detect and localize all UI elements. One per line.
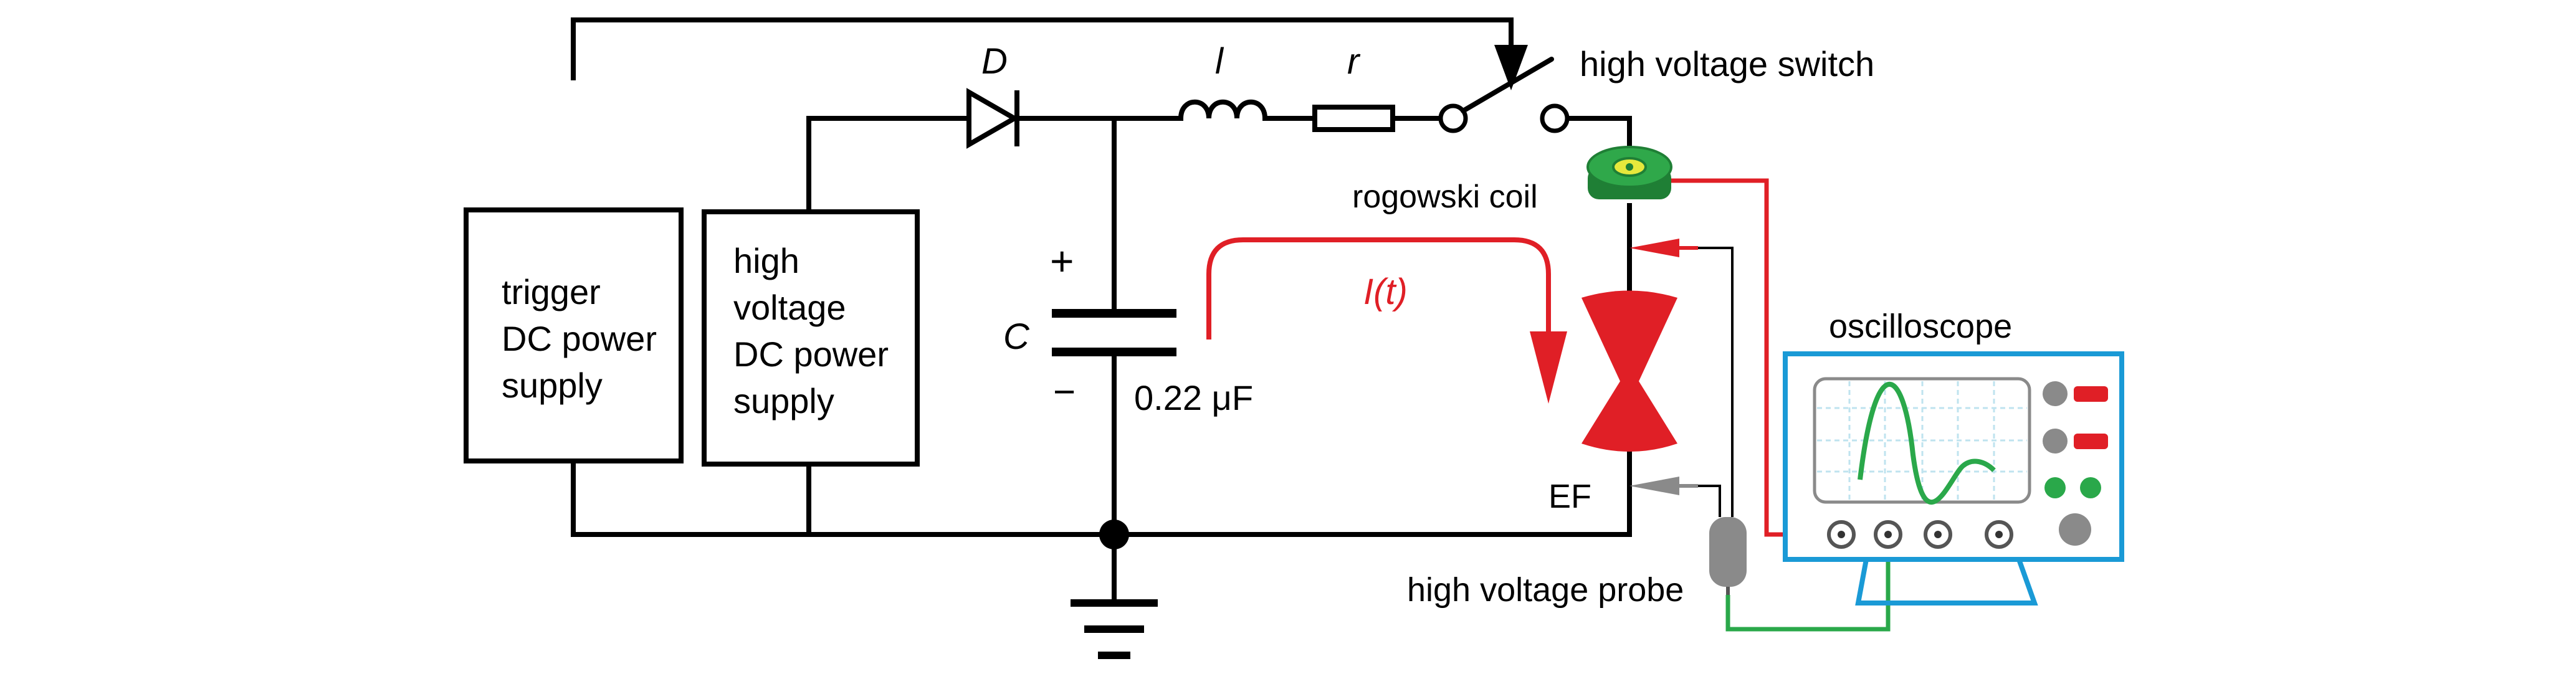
indicator-green-2: [2080, 477, 2101, 498]
probe-tip-lower: [1629, 477, 1679, 495]
waveform-trace: [1858, 381, 1996, 505]
current-label: I(t): [1363, 272, 1408, 312]
svg-text:high voltage DC po: high voltage DC power supply: [733, 241, 899, 420]
inductor-symbol: [1178, 99, 1267, 119]
ground-symbol: [1071, 599, 1158, 659]
probe-signal-cable: [1725, 534, 1891, 632]
hv-supply-line-1: high: [733, 241, 799, 280]
trigger-supply-line-1: trigger: [502, 272, 601, 311]
probe-label: high voltage probe: [1407, 571, 1684, 609]
high-voltage-switch: [1438, 45, 1570, 133]
diode-symbol: [966, 88, 1020, 149]
led-2: [2074, 434, 2108, 449]
knob-2: [2043, 429, 2068, 453]
hv-supply-line-2: voltage: [733, 288, 846, 327]
rogowski-coil: [1586, 146, 1672, 199]
inductor-label: l: [1215, 41, 1224, 82]
input-connectors: [1827, 520, 2013, 549]
electrode-label: EF: [1548, 478, 1591, 515]
probe-tip-upper: [1629, 239, 1679, 257]
trigger-supply-line-3: supply: [502, 366, 603, 405]
hv-supply-line-4: supply: [733, 381, 834, 420]
wires: [571, 17, 1632, 604]
junction-node: [1099, 520, 1129, 549]
svg-text:trigger DC power s: trigger DC power supply: [502, 272, 667, 405]
knob-large: [2059, 513, 2091, 546]
capacitor-symbol: [1052, 309, 1176, 356]
rogowski-label: rogowski coil: [1352, 179, 1538, 215]
diode-label: D: [981, 41, 1008, 82]
oscilloscope: [1783, 351, 2124, 605]
high-voltage-probe-body: [1629, 239, 1747, 595]
hv-supply-line-3: DC power: [733, 335, 889, 374]
trigger-supply-line-2: DC power: [502, 319, 657, 358]
capacitor-label: C: [1003, 316, 1030, 357]
capacitor-plus-label: +: [1050, 238, 1074, 284]
resistor-label: r: [1347, 41, 1361, 82]
current-arrow: [1206, 237, 1567, 404]
knob-1: [2043, 381, 2068, 406]
capacitor-minus-label: −: [1053, 371, 1076, 414]
switch-label: high voltage switch: [1580, 44, 1874, 83]
electrode-gap: [1581, 290, 1677, 452]
oscilloscope-label: oscilloscope: [1829, 308, 2012, 345]
indicator-green-1: [2044, 477, 2066, 498]
trigger-arrow: [1494, 45, 1528, 90]
trigger-dc-power-supply: trigger DC power supply: [464, 207, 684, 463]
resistor-symbol: [1312, 105, 1395, 132]
led-1: [2074, 386, 2108, 402]
high-voltage-dc-power-supply: high voltage DC power supply: [702, 209, 920, 467]
capacitor-value-label: 0.22 μF: [1134, 378, 1253, 417]
